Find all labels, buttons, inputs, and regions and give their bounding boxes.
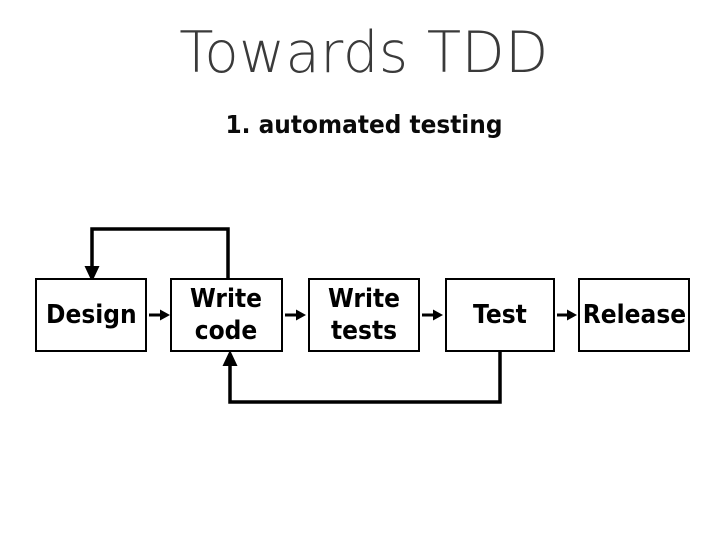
node-release-label: Release xyxy=(582,300,686,330)
slide-subtitle: 1. automated testing xyxy=(225,110,503,139)
node-test[interactable]: Test xyxy=(445,278,555,352)
arrow-write-code-to-write-tests xyxy=(285,308,306,322)
arrow-test-to-release xyxy=(557,308,577,322)
node-write-code[interactable]: Write code xyxy=(170,278,283,352)
node-design-label: Design xyxy=(45,300,137,330)
arrow-write-tests-to-test xyxy=(422,308,443,322)
page-title: Towards TDD xyxy=(179,20,549,87)
node-write-tests[interactable]: Write tests xyxy=(308,278,420,352)
edge-test-back-to-write-code xyxy=(218,348,514,410)
arrow-design-to-write-code xyxy=(149,308,170,322)
node-test-label: Test xyxy=(473,300,527,330)
node-write-tests-label: Write tests xyxy=(327,284,401,346)
node-design[interactable]: Design xyxy=(35,278,147,352)
node-write-code-label: Write code xyxy=(190,284,263,346)
node-release[interactable]: Release xyxy=(578,278,690,352)
edge-write-code-back-to-design xyxy=(80,218,250,288)
